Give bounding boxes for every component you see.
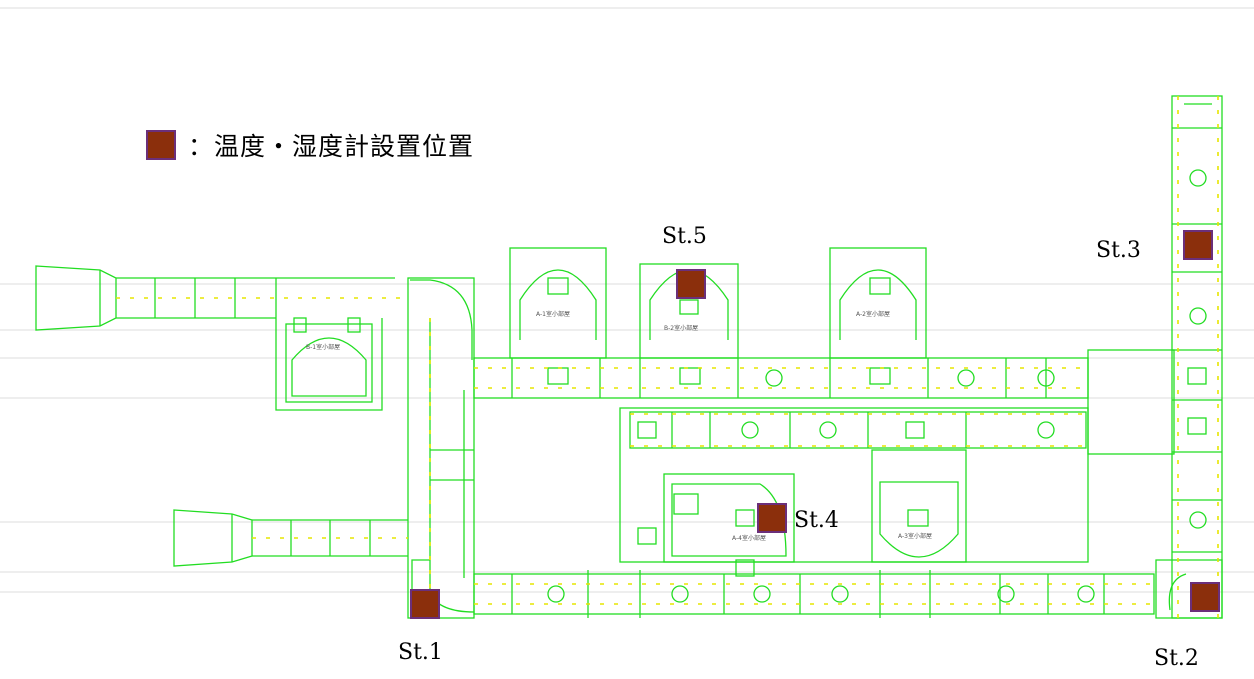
sensor-marker-st2 (1190, 582, 1220, 612)
station-label-st5: St.5 (662, 224, 707, 249)
room-label-b2: B-2室小部屋 (664, 324, 698, 332)
legend: ：温度・湿度計設置位置 (146, 127, 474, 163)
station-label-st3: St.3 (1096, 238, 1141, 263)
sensor-marker-st3 (1183, 230, 1213, 260)
room-label-b1: B-1室小部屋 (306, 343, 340, 351)
legend-text: ：温度・湿度計設置位置 (188, 132, 475, 161)
legend-marker-icon (146, 130, 176, 160)
guide-lines (0, 7, 1254, 593)
room-label-a4: A-4室小部屋 (732, 534, 766, 542)
walls (35, 95, 1223, 619)
station-label-st1: St.1 (398, 640, 443, 665)
dashed-lines (116, 96, 1219, 618)
station-label-st4: St.4 (794, 508, 839, 533)
sensor-marker-st5 (676, 269, 706, 299)
sensor-marker-st1 (410, 589, 440, 619)
room-label-a2: A-2室小部屋 (856, 310, 890, 318)
room-label-a3: A-3室小部屋 (898, 532, 932, 540)
station-label-st2: St.2 (1154, 646, 1199, 671)
room-label-a1: A-1室小部屋 (536, 310, 570, 318)
sensor-marker-st4 (757, 503, 787, 533)
